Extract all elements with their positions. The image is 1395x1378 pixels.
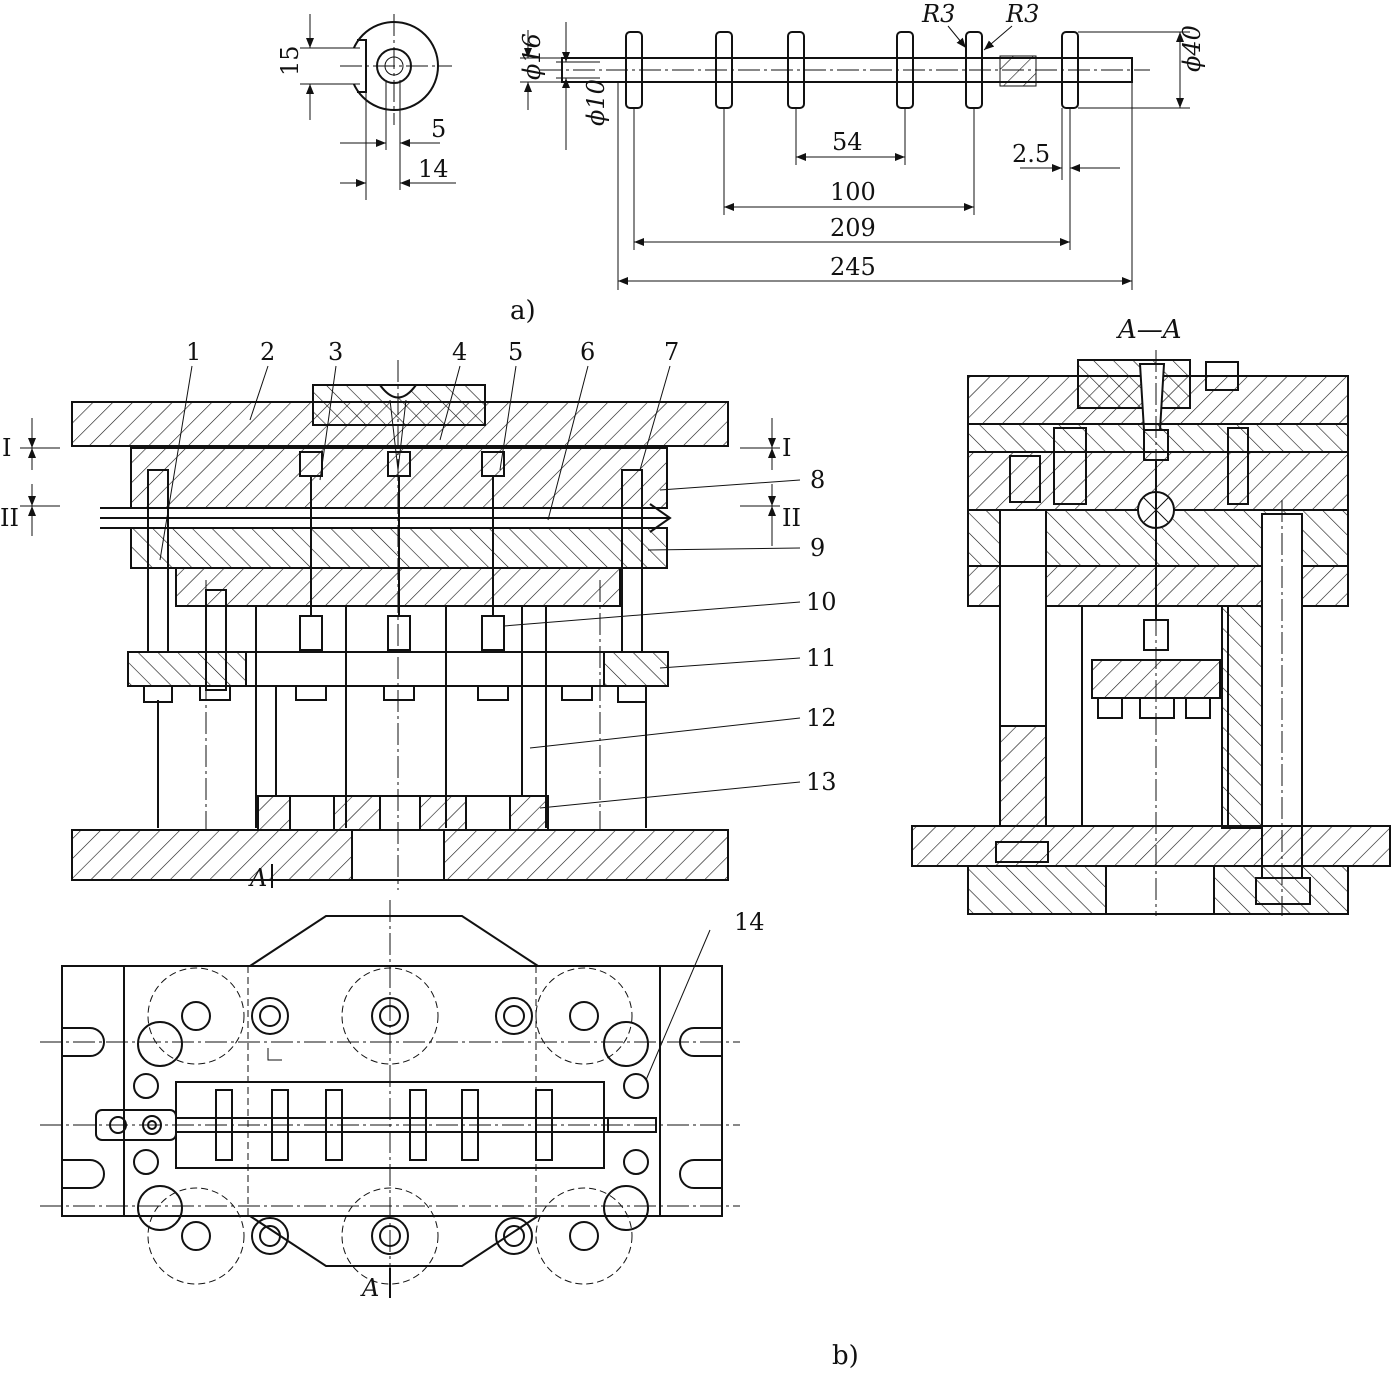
- dim-15: 15: [276, 45, 304, 76]
- dim-d16: ϕ16: [518, 33, 546, 80]
- part-side-view: [520, 22, 1190, 290]
- level-mark-II-right: II: [782, 504, 801, 532]
- callout-9: 9: [810, 534, 825, 562]
- callout-5: 5: [508, 338, 523, 366]
- callout-14: 14: [734, 908, 765, 936]
- callout-10: 10: [806, 588, 837, 616]
- callout-13: 13: [806, 768, 837, 796]
- callout-3: 3: [328, 338, 343, 366]
- die-side-section: [911, 350, 1391, 916]
- dim-5: 5: [431, 115, 446, 143]
- die-plan-view: [40, 900, 740, 1290]
- callout-12: 12: [806, 704, 837, 732]
- callout-1: 1: [186, 338, 201, 366]
- dim-r3-left: R3: [921, 0, 955, 28]
- dim-d10: ϕ10: [582, 79, 610, 126]
- section-mark-bottom: A: [360, 1274, 379, 1302]
- section-mark-top: A: [248, 864, 267, 892]
- callout-4: 4: [452, 338, 467, 366]
- caption-b: b): [832, 1341, 859, 1371]
- dim-245: 245: [830, 253, 876, 281]
- callout-7: 7: [664, 338, 679, 366]
- caption-a: a): [510, 296, 536, 326]
- dim-r3-right: R3: [1005, 0, 1039, 28]
- part-end-view: [300, 14, 456, 200]
- callout-2: 2: [260, 338, 275, 366]
- dim-54: 54: [832, 128, 863, 156]
- callout-8: 8: [810, 466, 825, 494]
- dim-14: 14: [418, 155, 449, 183]
- section-title-aa: A—A: [1116, 315, 1182, 345]
- level-mark-II-left: II: [0, 504, 19, 532]
- dim-209: 209: [830, 214, 876, 242]
- dim-2-5: 2.5: [1012, 140, 1050, 168]
- callout-11: 11: [806, 644, 837, 672]
- level-mark-I-left: I: [2, 434, 11, 462]
- dim-d40: ϕ40: [1178, 25, 1206, 72]
- level-mark-I-right: I: [782, 434, 791, 462]
- dim-100: 100: [830, 178, 876, 206]
- die-front-section: [20, 360, 801, 890]
- callout-6: 6: [580, 338, 595, 366]
